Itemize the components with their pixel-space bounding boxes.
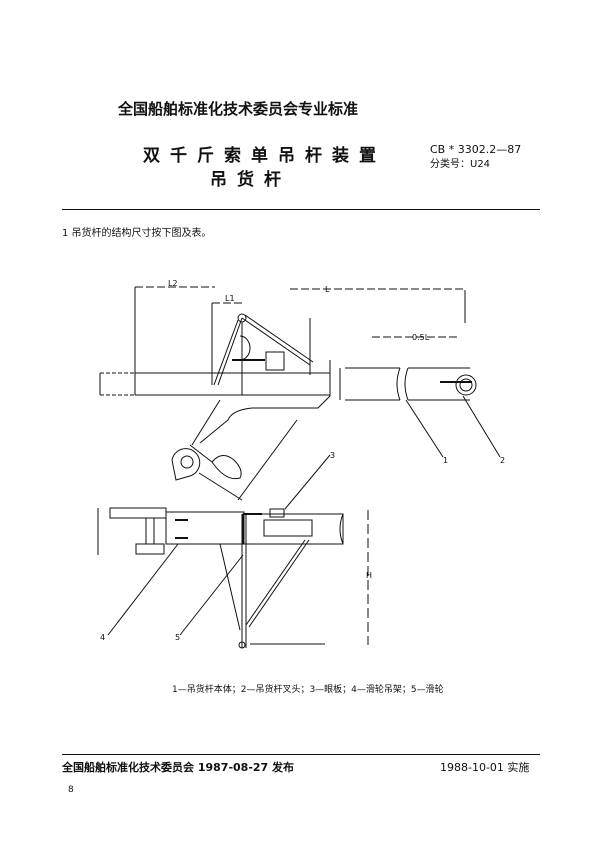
part-number-4: 4 [100, 633, 105, 642]
boom-plan-view [97, 507, 369, 649]
label-H: H [366, 571, 372, 580]
part-number-5: 5 [175, 633, 180, 642]
pulley-block [171, 419, 298, 501]
issuing-organization-heading: 全国船舶标准化技术委员会专业标准 [118, 100, 359, 118]
part-number-3: 3 [330, 451, 335, 460]
part-number-2: 2 [500, 456, 505, 465]
effective-date: 1988-10-01 实施 [440, 761, 530, 774]
footer-divider [62, 754, 540, 755]
boom-body-side-view [99, 360, 477, 446]
page-number: 8 [68, 785, 74, 795]
document-subtitle: 吊货杆 [210, 170, 291, 190]
document-title: 双千斤索单吊杆装置 [143, 146, 386, 166]
label-L: L [325, 285, 330, 294]
header-divider [62, 209, 540, 210]
standard-number: CB * 3302.2—87 [430, 143, 522, 156]
part-leader-lines [107, 395, 501, 636]
label-L2: L2 [168, 279, 178, 288]
issue-info: 全国船舶标准化技术委员会 1987-08-27 发布 [62, 761, 295, 774]
figure-caption: 1—吊货杆本体；2—吊货杆叉头；3—眼板；4—滑轮吊架；5—滑轮 [172, 685, 444, 695]
classification-number: 分类号：U24 [430, 159, 491, 170]
label-L1: L1 [225, 294, 235, 303]
clause-1-text: 1 吊货杆的结构尺寸按下图及表。 [62, 228, 212, 239]
part-number-1: 1 [443, 456, 448, 465]
eye-plate-bracket [213, 313, 314, 395]
label-half-L: 0.5L [412, 333, 430, 342]
dimension-lines [135, 286, 465, 338]
